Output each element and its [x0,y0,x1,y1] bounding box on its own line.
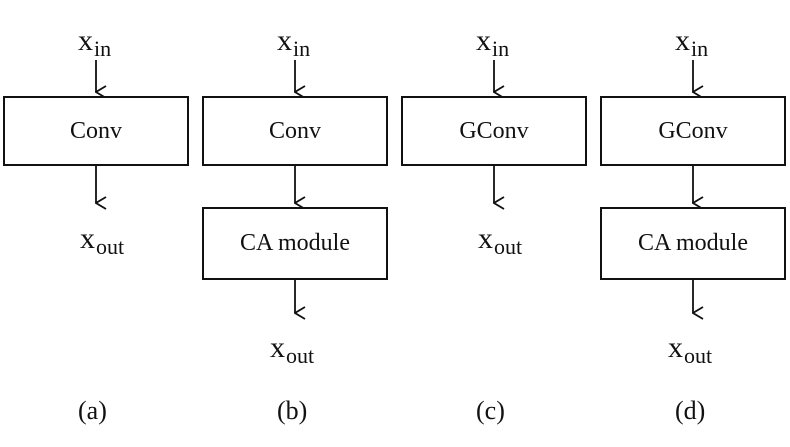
input-sub-c: in [492,36,510,61]
caption-a: (a) [78,396,107,425]
output-label-b: xout [270,331,314,367]
output-label-d: xout [668,331,712,367]
input-sub-a: in [94,36,112,61]
output-sub-d: out [684,343,713,368]
input-label-a: xin [78,24,111,60]
input-sub-d: in [691,36,709,61]
conv-block-a: Conv [3,96,189,166]
input-var-a: x [78,24,93,57]
output-label-a: xout [80,222,124,258]
input-label-b: xin [277,24,310,60]
output-var-b: x [270,331,285,364]
output-var-d: x [668,331,683,364]
gconv-block-d: GConv [600,96,786,166]
ca-module-block-d: CA module [600,207,786,280]
input-var-c: x [476,24,491,57]
caption-b: (b) [277,396,308,425]
output-sub-b: out [286,343,315,368]
input-var-d: x [675,24,690,57]
ca-module-block-b: CA module [202,207,388,280]
input-var-b: x [277,24,292,57]
output-sub-c: out [494,234,523,259]
input-sub-b: in [293,36,311,61]
caption-d: (d) [675,396,706,425]
gconv-block-c: GConv [401,96,587,166]
input-label-c: xin [476,24,509,60]
input-label-d: xin [675,24,708,60]
conv-block-b: Conv [202,96,388,166]
output-sub-a: out [96,234,125,259]
output-label-c: xout [478,222,522,258]
caption-c: (c) [476,396,505,425]
output-var-a: x [80,222,95,255]
output-var-c: x [478,222,493,255]
